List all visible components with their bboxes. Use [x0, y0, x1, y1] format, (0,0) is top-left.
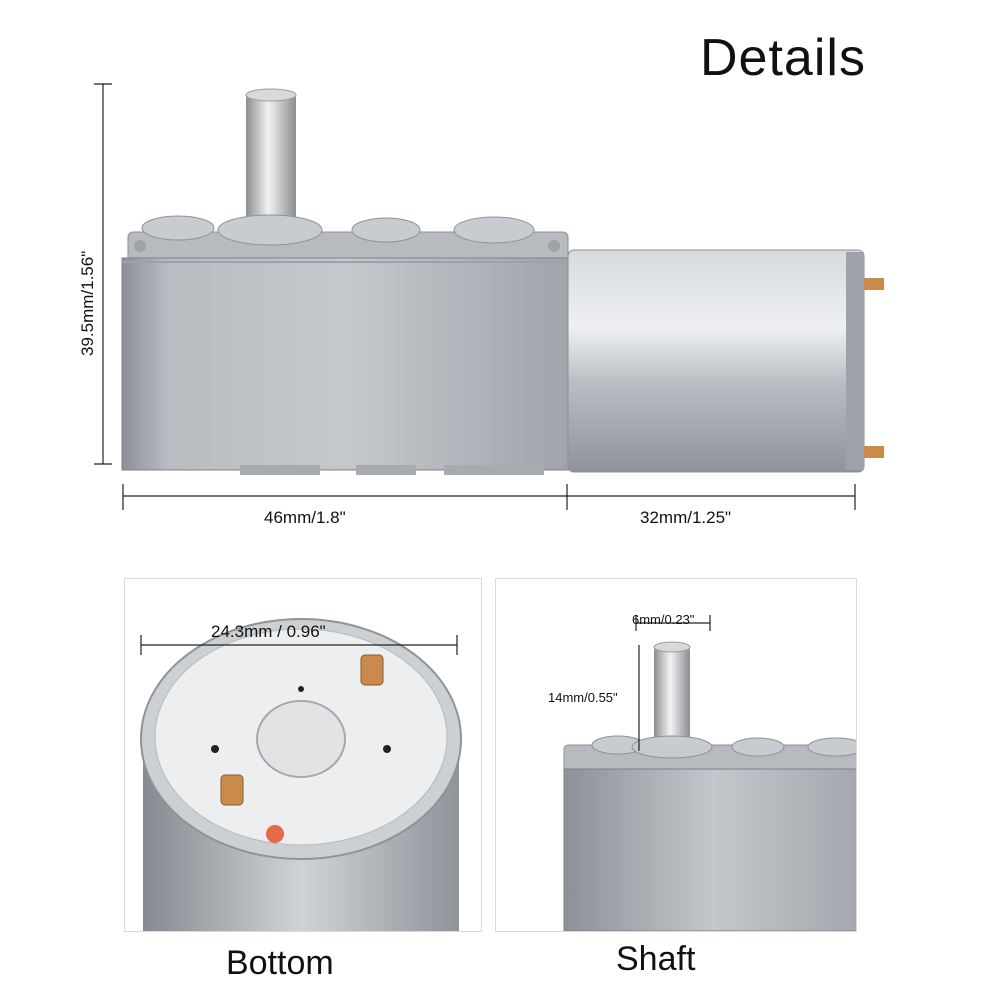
dimension-lines [94, 83, 856, 510]
shaft-length-label: 14mm/0.55" [548, 690, 618, 705]
output-shaft [245, 88, 297, 240]
bottom-caption: Bottom [226, 944, 334, 982]
bottom-view-panel [124, 578, 482, 932]
shaft-closeup-illustration [563, 615, 856, 931]
gear-motor-illustration [94, 83, 884, 510]
shaft-view-panel [495, 578, 857, 932]
motor-can [567, 249, 884, 473]
gearbox-length-label: 46mm/1.8" [264, 508, 346, 527]
page-title: Details [700, 29, 866, 87]
shaft-diameter-label: 6mm/0.23" [632, 612, 695, 627]
motor-bottom-illustration [140, 618, 462, 931]
bottom-diameter-label: 24.3mm / 0.96" [211, 622, 326, 641]
motor-length-label: 32mm/1.25" [640, 508, 732, 527]
top-plate [127, 214, 569, 263]
gearbox-body [121, 257, 571, 475]
shaft-caption: Shaft [616, 940, 696, 978]
height-dimension-label: 39.5mm/1.56" [78, 250, 97, 356]
